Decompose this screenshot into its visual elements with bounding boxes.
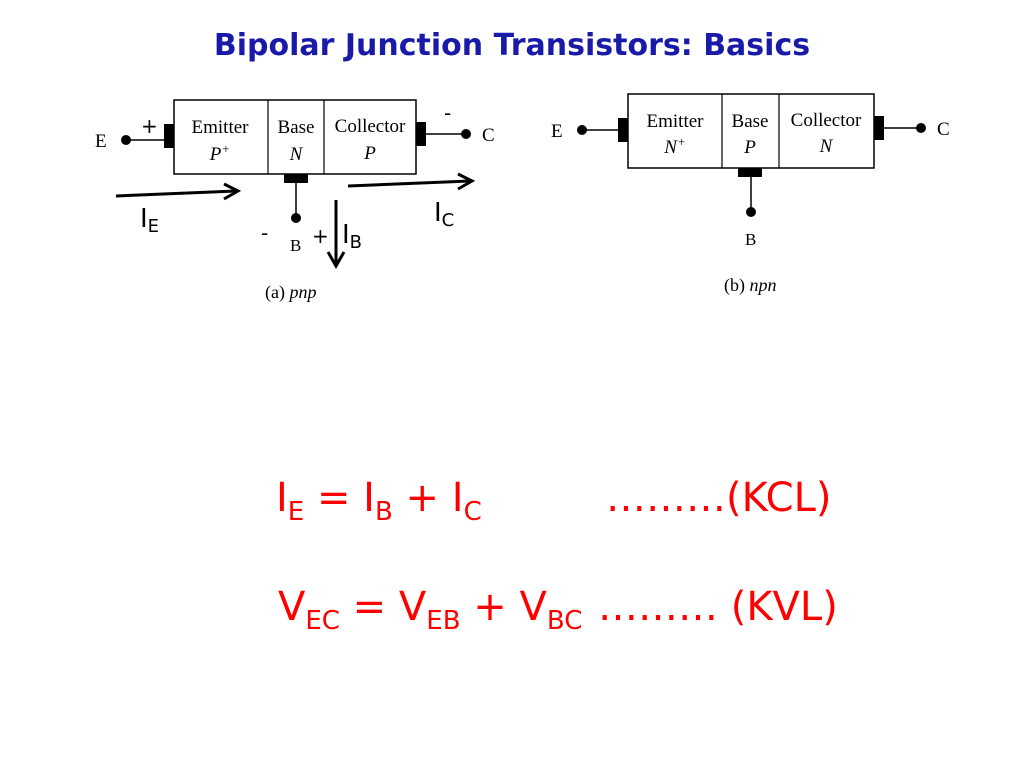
pnp-base-label: Base: [278, 117, 315, 138]
pnp-base-type: N: [289, 144, 304, 165]
kcl-equation: IE = IB + IC: [276, 475, 482, 527]
pnp-diagram: Emitter P+ Base N Collector P E + C - B …: [95, 99, 495, 303]
pnp-base-plus: +: [312, 224, 329, 248]
npn-base-type: P: [743, 137, 756, 158]
pnp-terminal-e: E: [95, 131, 107, 152]
npn-emitter-terminal-dot: [577, 125, 587, 135]
pnp-base-terminal-dot: [291, 213, 301, 223]
pnp-terminal-c: C: [482, 125, 495, 146]
pnp-base-contact: [284, 174, 308, 183]
pnp-current-ib: IB: [342, 220, 362, 253]
kvl-label: ……… (KVL): [598, 584, 838, 630]
pnp-emitter-label: Emitter: [192, 117, 250, 138]
npn-collector-label: Collector: [791, 110, 862, 131]
npn-emitter-contact: [618, 118, 628, 142]
npn-base-label: Base: [732, 111, 769, 132]
npn-base-terminal-dot: [746, 207, 756, 217]
pnp-emitter-current-arrow: [115, 182, 242, 201]
pnp-base-current-arrow: [326, 200, 346, 270]
pnp-collector-type: P: [363, 143, 376, 164]
pnp-collector-sign: -: [444, 101, 451, 125]
pnp-emitter-type: P+: [209, 141, 230, 165]
pnp-current-ic: IC: [434, 198, 454, 231]
pnp-collector-terminal-dot: [461, 129, 471, 139]
npn-terminal-e: E: [551, 121, 563, 142]
kcl-label: ………(KCL): [606, 475, 832, 521]
npn-collector-terminal-dot: [916, 123, 926, 133]
npn-collector-contact: [874, 116, 884, 140]
pnp-emitter-sign: +: [141, 114, 158, 138]
pnp-emitter-terminal-dot: [121, 135, 131, 145]
slide-title: Bipolar Junction Transistors: Basics: [213, 28, 811, 63]
npn-terminal-c: C: [937, 119, 950, 140]
pnp-terminal-b: B: [290, 236, 301, 255]
pnp-collector-label: Collector: [335, 116, 406, 137]
npn-caption: (b) npn: [724, 275, 777, 296]
pnp-collector-contact: [416, 122, 426, 146]
pnp-collector-current-arrow: [347, 172, 476, 191]
npn-terminal-b: B: [745, 230, 756, 249]
npn-emitter-type: N+: [663, 134, 685, 158]
pnp-base-minus: -: [261, 221, 268, 245]
kvl-equation: VEC = VEB + VBC: [278, 584, 583, 636]
npn-diagram: Emitter N+ Base P Collector N E C B (b) …: [551, 93, 950, 296]
pnp-caption: (a) pnp: [265, 282, 316, 303]
pnp-current-ie: IE: [140, 204, 159, 237]
pnp-emitter-contact: [164, 124, 174, 148]
npn-base-contact: [738, 168, 762, 177]
npn-collector-type: N: [819, 136, 834, 157]
npn-emitter-label: Emitter: [647, 111, 705, 132]
